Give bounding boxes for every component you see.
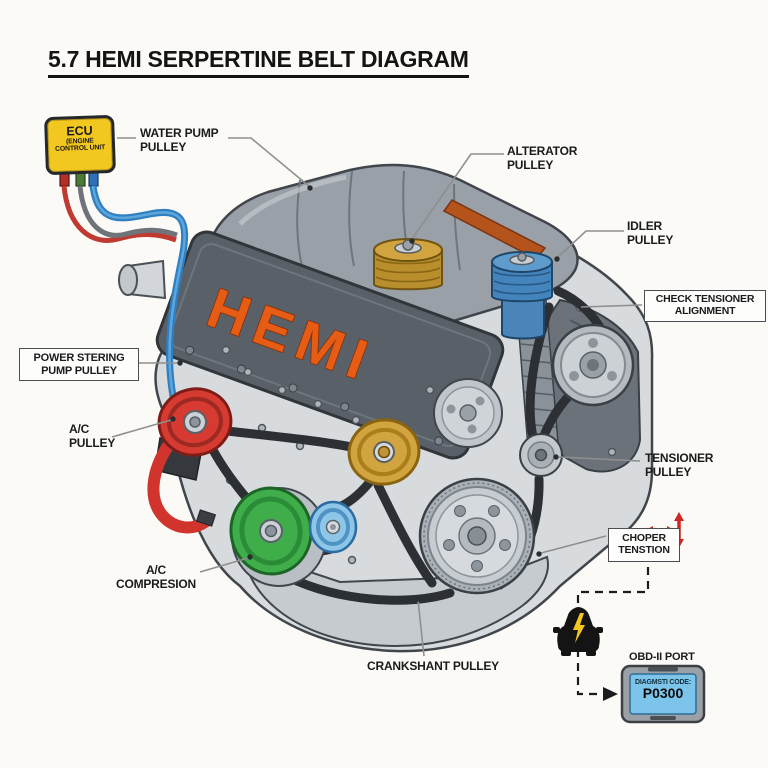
label-line: PUMP PULLEY: [41, 364, 117, 377]
label-line: PULLEY: [645, 464, 692, 479]
ac-compressor-pulley: [229, 486, 327, 587]
scanner-screen-text: DIAGMSTI CODE: P0300: [631, 679, 695, 701]
water-pump-pulley-front: [308, 500, 358, 554]
flow-arrowhead: [603, 687, 618, 701]
label-line: CHECK TENSIONER: [655, 293, 755, 305]
crankshaft-pulley-label: CRANKSHANT PULLEY: [367, 659, 499, 673]
idler-pulley-label: IDLER PULLEY: [627, 219, 674, 247]
red-heater-hose: [147, 440, 211, 534]
tensioner-pulley-label: TENSIONER PULLEY: [645, 451, 714, 479]
check-tensioner-alignment-box: CHECK TENSIONER ALIGNMENT: [644, 290, 766, 322]
alternator-pulley-label: ALTERATOR PULLEY: [507, 144, 578, 172]
label-line: PULLEY: [140, 139, 187, 154]
obd-scanner-device: [620, 664, 706, 724]
power-steering-pump-pulley-box: POWER STERING PUMP PULLEY: [19, 348, 139, 382]
power-steering-pulley: [157, 387, 233, 457]
label-line: COMPRESION: [115, 576, 196, 591]
hemi-valve-cover: HEMI: [155, 230, 505, 460]
leader-dots: [170, 185, 560, 602]
ac-compressor-label: A/C COMPRESION: [108, 563, 204, 591]
label-line: A/C: [69, 422, 90, 436]
water-pump-pulley-label: WATER PUMP PULLEY: [140, 126, 219, 154]
label-line: PULLEY: [627, 232, 674, 247]
diagnostic-code-value: P0300: [642, 685, 684, 701]
label-line: POWER STERING: [33, 352, 125, 364]
diagnostic-code-label: DIAGMSTI CODE:: [635, 679, 691, 686]
label-line: TENSTION: [618, 543, 670, 556]
idler-pulley: [491, 251, 553, 340]
hoses-and-wires: [59, 169, 217, 534]
alternator-pulley: [373, 238, 443, 291]
label-line: IDLER: [627, 219, 663, 233]
crankshaft-pulley: [418, 477, 536, 595]
ecu-box: ECU (ENGINE CONTROL UNIT: [44, 114, 116, 176]
chopper-tension-box: CHOPER TENSTION: [608, 528, 680, 562]
dashed-flow-line: [576, 567, 650, 696]
label-line: ALIGNMENT: [674, 304, 736, 317]
label-line: CHOPER: [622, 532, 666, 544]
center-gold-pulley: [347, 418, 421, 486]
label-line: WATER PUMP: [140, 126, 219, 140]
tensioner-pulley: [519, 433, 563, 477]
label-line: ALTERATOR: [507, 144, 578, 158]
label-line: PULLEY: [507, 157, 554, 172]
page-title: 5.7 HEMI SERPERTINE BELT DIAGRAM: [48, 46, 469, 78]
gray-wire: [77, 185, 178, 238]
ac-pulley-label: A/C PULLEY: [69, 422, 116, 450]
idler-pulley-rear: [433, 378, 503, 448]
car-icon: [553, 607, 603, 656]
lightning-bolt-icon: [573, 613, 585, 643]
leader-lines: [111, 137, 643, 657]
obd-port-label: OBD-II PORT: [629, 651, 695, 663]
label-line: A/C: [145, 563, 167, 577]
grooved-idler-pulley: [551, 323, 635, 407]
label-line: TENSIONER: [645, 451, 714, 465]
label-line: PULLEY: [69, 435, 116, 450]
ecu-box-subtitle-2: CONTROL UNIT: [54, 144, 106, 153]
red-wire: [61, 185, 177, 243]
